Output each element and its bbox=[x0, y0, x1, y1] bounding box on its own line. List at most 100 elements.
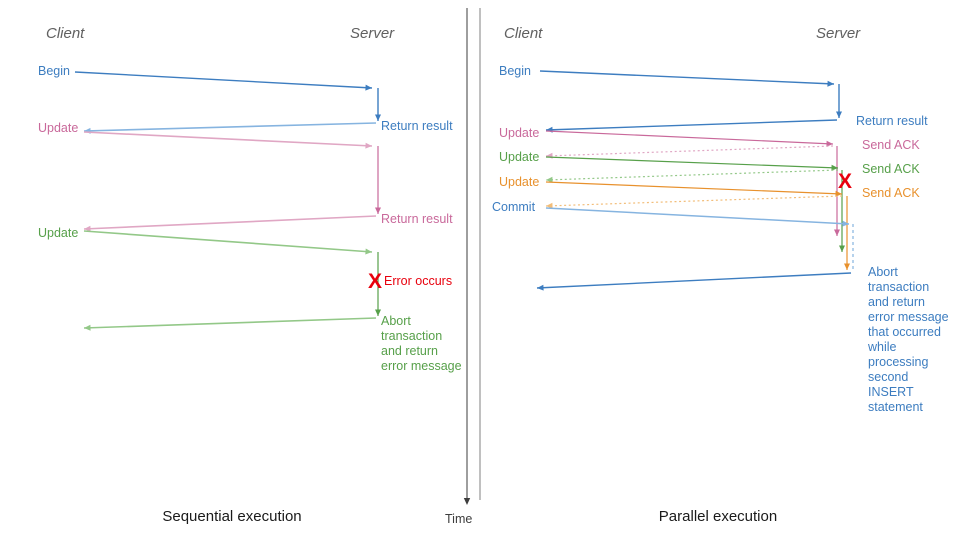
panel-sequential-header-server: Server bbox=[350, 25, 395, 42]
arrow-return-result-reply bbox=[545, 119, 838, 133]
panel-parallel-note-line: while bbox=[867, 340, 897, 354]
panel-parallel-error-x-marker: X bbox=[838, 170, 852, 193]
panel-sequential-label-begin: Begin bbox=[38, 64, 70, 78]
arrow-update-1-server-processing bbox=[834, 146, 840, 236]
arrow-send-ack-3-reply bbox=[545, 195, 843, 209]
arrow-head-update-1-request bbox=[826, 140, 833, 147]
arrow-head-begin-request bbox=[365, 84, 372, 91]
arrow-abort-reply bbox=[536, 272, 852, 291]
panel-parallel-note-line: Abort bbox=[868, 265, 898, 279]
panel-parallel-label-update-2: Update bbox=[499, 150, 539, 164]
panel-parallel-label-send-ack-3: Send ACK bbox=[862, 186, 920, 200]
arrow-send-ack-2-reply bbox=[545, 169, 839, 183]
arrow-head-commit-request bbox=[842, 220, 849, 227]
arrow-line-update-2-request bbox=[83, 230, 373, 253]
arrow-head-update-1-server-processing bbox=[375, 207, 381, 214]
time-axis-arrowhead bbox=[463, 498, 471, 505]
arrow-update-2-server-processing bbox=[839, 170, 845, 252]
panel-parallel-label-update-3: Update bbox=[499, 175, 539, 189]
panel-parallel-label-send-ack-2: Send ACK bbox=[862, 162, 920, 176]
arrow-line-return-result-2-reply bbox=[83, 215, 377, 230]
arrow-line-send-ack-2-reply bbox=[545, 169, 839, 181]
arrow-commit-request bbox=[545, 207, 850, 227]
arrow-head-begin-server-processing bbox=[836, 111, 842, 118]
panel-parallel-label-begin: Begin bbox=[499, 64, 531, 78]
panel-sequential-caption: Sequential execution bbox=[162, 508, 301, 525]
panel-parallel-note-line: error message bbox=[868, 310, 949, 324]
arrow-begin-request bbox=[74, 71, 373, 91]
arrow-line-begin-request bbox=[74, 71, 373, 89]
arrow-line-update-1-request bbox=[83, 131, 373, 147]
panel-parallel-header-server: Server bbox=[816, 25, 861, 42]
arrow-line-abort-reply bbox=[83, 317, 377, 329]
panel-parallel-label-commit: Commit bbox=[492, 200, 536, 214]
panel-parallel-label-send-ack-1: Send ACK bbox=[862, 138, 920, 152]
arrow-line-return-result-1-reply bbox=[83, 122, 377, 132]
arrow-line-commit-request bbox=[545, 207, 850, 225]
panel-parallel-note-line: second bbox=[868, 370, 908, 384]
panel-parallel-note-line: that occurred bbox=[868, 325, 941, 339]
panel-sequential-note-line: Abort bbox=[381, 314, 411, 328]
arrow-head-update-3-request bbox=[835, 190, 842, 197]
arrow-update-2-request bbox=[83, 230, 373, 255]
arrow-head-return-result-reply bbox=[546, 126, 553, 133]
time-axis-label: Time bbox=[445, 512, 472, 526]
panel-sequential-label-error-occurs: Error occurs bbox=[384, 274, 452, 288]
arrow-update-1-request bbox=[83, 131, 373, 149]
panel-sequential-error-x-marker: X bbox=[368, 270, 382, 293]
arrow-return-result-1-reply bbox=[83, 122, 377, 134]
panel-sequential-label-return-result-2: Return result bbox=[381, 212, 453, 226]
arrow-head-return-result-2-reply bbox=[84, 225, 91, 232]
arrow-begin-server-processing bbox=[375, 88, 381, 121]
panel-parallel-label-return-result: Return result bbox=[856, 114, 928, 128]
arrow-head-update-1-server-processing bbox=[834, 229, 840, 236]
arrow-head-send-ack-1-reply bbox=[546, 152, 553, 159]
arrow-begin-server-processing bbox=[836, 84, 842, 118]
panel-sequential-header-client: Client bbox=[46, 25, 85, 42]
arrow-abort-reply bbox=[83, 317, 377, 331]
arrow-line-update-3-request bbox=[545, 181, 843, 195]
panel-parallel-note-line: processing bbox=[868, 355, 928, 369]
arrow-head-abort-reply bbox=[537, 284, 544, 291]
arrow-head-begin-server-processing bbox=[375, 114, 381, 121]
panel-parallel-header-client: Client bbox=[504, 25, 543, 42]
panel-sequential-label-return-result-1: Return result bbox=[381, 119, 453, 133]
panel-sequential-note-line: transaction bbox=[381, 329, 442, 343]
panel-sequential-note-line: and return bbox=[381, 344, 438, 358]
arrow-update-3-request bbox=[545, 181, 843, 197]
arrow-update-3-server-processing bbox=[844, 196, 850, 270]
panel-sequential-note-line: error message bbox=[381, 359, 462, 373]
panel-parallel-label-update-1: Update bbox=[499, 126, 539, 140]
arrow-head-send-ack-2-reply bbox=[546, 176, 553, 183]
panel-parallel-note-line: INSERT bbox=[868, 385, 914, 399]
arrow-line-abort-reply bbox=[536, 272, 852, 289]
arrow-line-send-ack-3-reply bbox=[545, 195, 843, 207]
arrow-line-send-ack-1-reply bbox=[545, 145, 834, 157]
arrow-head-update-3-server-processing bbox=[844, 263, 850, 270]
arrow-begin-request bbox=[539, 70, 835, 87]
arrow-head-update-2-server-processing bbox=[375, 309, 381, 316]
arrow-line-update-1-request bbox=[545, 130, 834, 145]
arrow-return-result-2-reply bbox=[83, 215, 377, 232]
panel-parallel-caption: Parallel execution bbox=[659, 508, 777, 525]
panel-sequential-label-update-2: Update bbox=[38, 226, 78, 240]
arrow-update-1-server-processing bbox=[375, 146, 381, 214]
arrow-update-2-request bbox=[545, 156, 839, 171]
arrow-line-update-2-request bbox=[545, 156, 839, 169]
arrow-head-abort-reply bbox=[84, 324, 91, 331]
panel-parallel-note-line: transaction bbox=[868, 280, 929, 294]
arrow-head-begin-request bbox=[827, 80, 834, 87]
arrow-head-update-2-server-processing bbox=[839, 245, 845, 252]
arrow-head-update-2-request bbox=[831, 164, 838, 171]
arrow-head-update-1-request bbox=[365, 142, 372, 149]
arrow-line-return-result-reply bbox=[545, 119, 838, 131]
arrow-send-ack-1-reply bbox=[545, 145, 834, 159]
arrow-update-1-request bbox=[545, 130, 834, 147]
arrow-update-2-server-processing bbox=[375, 252, 381, 316]
panel-parallel-note-line: statement bbox=[868, 400, 923, 414]
panel-parallel-note-line: and return bbox=[868, 295, 925, 309]
arrow-head-update-2-request bbox=[365, 248, 372, 255]
arrow-head-send-ack-3-reply bbox=[546, 202, 553, 209]
